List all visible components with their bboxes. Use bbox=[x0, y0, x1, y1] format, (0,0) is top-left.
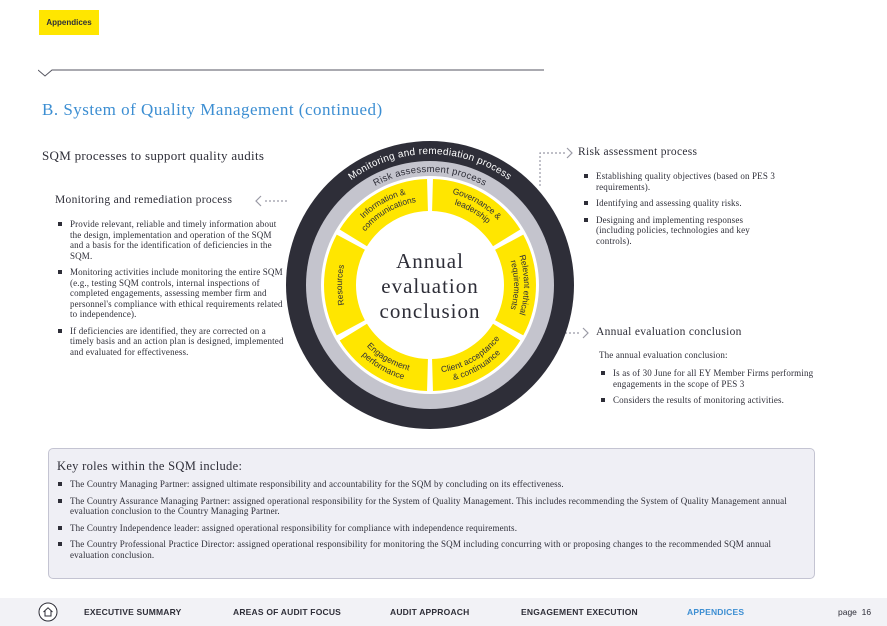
nav-audit-approach[interactable]: AUDIT APPROACH bbox=[390, 607, 470, 617]
key-roles-panel bbox=[48, 448, 815, 579]
segment-label: requirements bbox=[508, 259, 521, 311]
wheel-segment bbox=[432, 179, 521, 247]
segment-label: Relevant ethical bbox=[517, 254, 532, 317]
segment-label: Client acceptance bbox=[440, 333, 502, 374]
arrow-right-icon bbox=[437, 327, 589, 339]
key-roles-heading: Key roles within the SQM include: bbox=[57, 459, 243, 473]
wheel-segment bbox=[324, 234, 365, 336]
list-item: The Country Professional Practice Direct… bbox=[56, 539, 806, 560]
center-label-line-3: conclusion bbox=[380, 299, 481, 323]
wheel-segment bbox=[495, 234, 536, 336]
list-item: Establishing quality objectives (based o… bbox=[582, 171, 782, 192]
middle-ring-label: Risk assessment process bbox=[371, 163, 489, 188]
key-roles-list: The Country Managing Partner: assigned u… bbox=[56, 479, 806, 566]
segment-group bbox=[324, 179, 536, 391]
middle-ring bbox=[306, 161, 554, 409]
outer-ring bbox=[286, 141, 574, 429]
monitoring-heading: Monitoring and remediation process bbox=[55, 194, 233, 206]
sqm-processes-title: SQM processes to support quality audits bbox=[42, 148, 265, 163]
monitoring-bullet-list: Provide relevant, reliable and timely in… bbox=[56, 219, 284, 363]
segment-label: leadership bbox=[454, 197, 493, 225]
list-item: The Country Managing Partner: assigned u… bbox=[56, 479, 806, 490]
nav-executive-summary[interactable]: EXECUTIVE SUMMARY bbox=[84, 607, 182, 617]
nav-appendices[interactable]: APPENDICES bbox=[687, 607, 745, 617]
list-item: If deficiencies are identified, they are… bbox=[56, 326, 284, 358]
page-number-value: 16 bbox=[861, 607, 872, 617]
list-item: Identifying and assessing quality risks. bbox=[582, 198, 782, 209]
segment-label: Governance & bbox=[452, 186, 504, 222]
segment-label: & continuance bbox=[452, 347, 503, 382]
list-item: Provide relevant, reliable and timely in… bbox=[56, 219, 284, 261]
segment-label: Resources bbox=[334, 264, 346, 307]
outer-ring-label: Monitoring and remediation process bbox=[346, 146, 513, 183]
segment-label: Information & bbox=[358, 187, 407, 221]
risk-assessment-heading: Risk assessment process bbox=[578, 146, 698, 158]
page-number: page 16 bbox=[838, 607, 871, 617]
list-item: Monitoring activities include monitoring… bbox=[56, 267, 284, 320]
page-title: B. System of Quality Management (continu… bbox=[42, 100, 383, 119]
wheel-segment bbox=[339, 179, 428, 247]
center-label-line-2: evaluation bbox=[381, 274, 478, 298]
arrow-right-icon bbox=[539, 147, 573, 186]
list-item: Is as of 30 June for all EY Member Firms… bbox=[599, 368, 819, 389]
home-icon[interactable] bbox=[38, 602, 58, 622]
risk-assessment-bullet-list: Establishing quality objectives (based o… bbox=[582, 171, 782, 252]
footer-nav-bar bbox=[0, 598, 887, 626]
nav-engagement-execution[interactable]: ENGAGEMENT EXECUTION bbox=[521, 607, 638, 617]
segment-label: Engagement bbox=[365, 341, 411, 373]
section-tag: Appendices bbox=[39, 10, 99, 35]
center-label-line-1: Annual bbox=[396, 249, 464, 273]
annual-conclusion-intro: The annual evaluation conclusion: bbox=[599, 350, 728, 360]
inner-ring-border bbox=[321, 176, 539, 394]
wheel-segment bbox=[339, 323, 428, 391]
list-item: Designing and implementing responses (in… bbox=[582, 215, 782, 247]
list-item: The Country Independence leader: assigne… bbox=[56, 523, 806, 534]
annual-conclusion-bullet-list: Is as of 30 June for all EY Member Firms… bbox=[599, 368, 819, 412]
arrow-left-icon bbox=[255, 195, 288, 207]
list-item: Considers the results of monitoring acti… bbox=[599, 395, 819, 406]
nav-areas-of-audit-focus[interactable]: AREAS OF AUDIT FOCUS bbox=[233, 607, 342, 617]
page-label: page bbox=[838, 607, 857, 617]
segment-label: performance bbox=[360, 350, 406, 382]
header-divider bbox=[38, 69, 544, 77]
segment-label: communications bbox=[359, 195, 416, 234]
annual-conclusion-heading: Annual evaluation conclusion bbox=[596, 326, 742, 338]
list-item: The Country Assurance Managing Partner: … bbox=[56, 496, 806, 517]
